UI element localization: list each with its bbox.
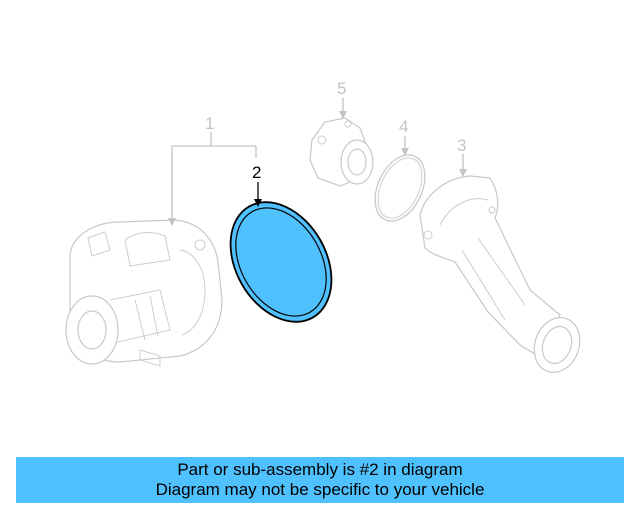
- callout-1-leader: [168, 132, 257, 226]
- callout-1: 1: [205, 114, 214, 133]
- callout-4: 4: [399, 117, 408, 136]
- caption-line-2: Diagram may not be specific to your vehi…: [155, 480, 485, 499]
- water-pump-part: [65, 219, 223, 367]
- parts-diagram: 1 2 5 4 3: [65, 79, 581, 373]
- callout-2-leader: [254, 182, 262, 207]
- callout-2: 2: [252, 163, 261, 182]
- gasket-part[interactable]: [210, 184, 352, 340]
- callout-5: 5: [337, 79, 346, 98]
- outlet-flange-part: [309, 117, 374, 187]
- o-ring-part: [374, 154, 426, 222]
- coolant-pipe-part: [419, 175, 581, 373]
- caption-banner: Part or sub-assembly is #2 in diagram Di…: [16, 457, 624, 503]
- callout-3: 3: [457, 136, 466, 155]
- caption-line-1: Part or sub-assembly is #2 in diagram: [177, 460, 463, 479]
